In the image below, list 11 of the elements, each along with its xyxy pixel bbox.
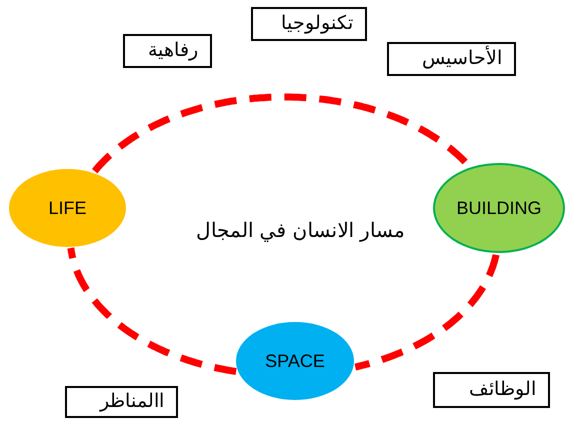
dashed-connector bbox=[354, 252, 500, 370]
center-label: مسار الانسان في المجال bbox=[195, 219, 406, 244]
text-box: الوظائف bbox=[433, 372, 550, 408]
text-box: رفاهية bbox=[123, 34, 212, 68]
ellipse-node: BUILDING bbox=[433, 163, 565, 253]
ellipse-node: LIFE bbox=[9, 169, 126, 247]
text-box: االمناظر bbox=[65, 386, 178, 418]
dashed-connector bbox=[67, 246, 238, 375]
ellipse-node: SPACE bbox=[236, 322, 354, 400]
text-box: تكنولوجيا bbox=[251, 7, 367, 41]
text-box: الأحاسيس bbox=[387, 42, 516, 76]
